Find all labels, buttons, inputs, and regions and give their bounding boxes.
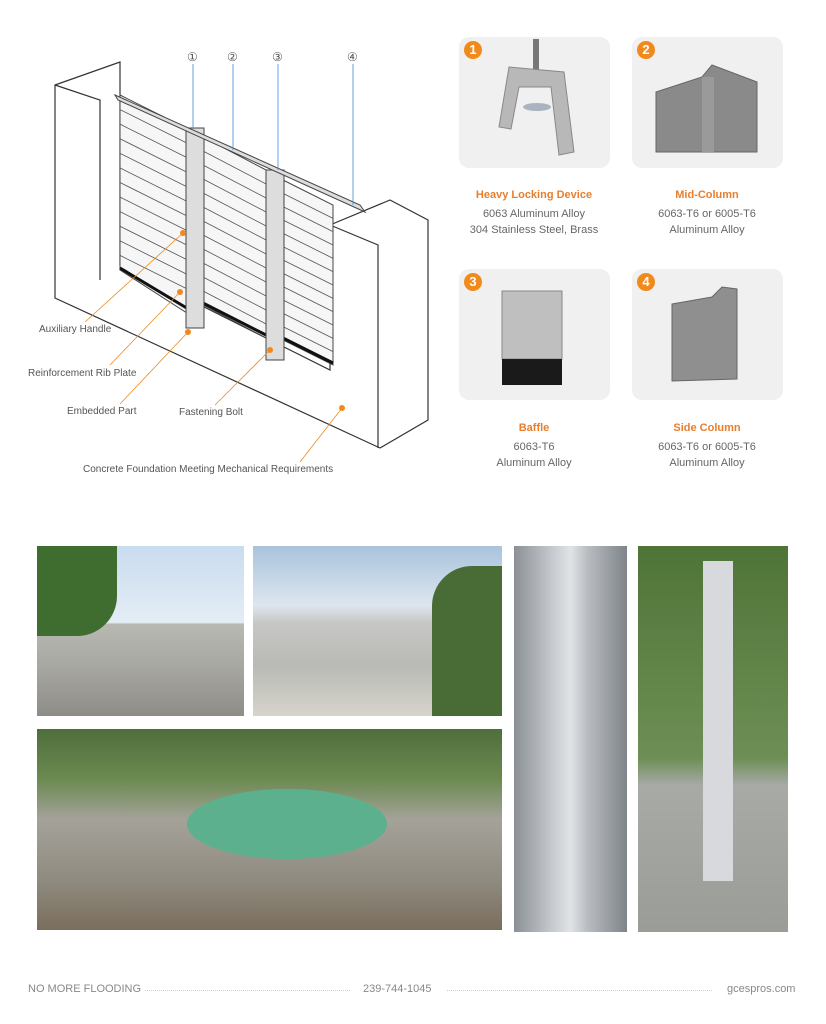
barrier-slat: [282, 259, 334, 286]
barrier-slat: [119, 182, 191, 218]
photo-barrier-park: [37, 546, 244, 716]
photo-side-column-installed: [638, 546, 788, 932]
barrier-slat: [119, 152, 191, 189]
barrier-slat: [202, 262, 271, 299]
footer-slogan: NO MORE FLOODING: [28, 983, 142, 995]
caption-locking-device: Heavy Locking Device 6063 Aluminum Alloy…: [469, 189, 599, 236]
barrier-slat: [119, 225, 191, 262]
barrier-slat: [282, 246, 334, 273]
barrier-slat: [202, 276, 271, 313]
component-card-side-column: 4: [632, 269, 783, 400]
baffle-image: [501, 290, 563, 385]
footer-website[interactable]: gcespros.com: [727, 983, 796, 995]
barrier-slat: [119, 138, 191, 175]
barrier-slat: [119, 255, 191, 291]
side-column-image: [671, 286, 738, 382]
barrier-slat: [282, 312, 334, 339]
label-concrete-foundation: Concrete Foundation Meeting Mechanical R…: [83, 464, 334, 475]
component-card-locking-device: 1: [459, 37, 610, 168]
caption-mid-column: Mid-Column 6063-T6 or 6005-T6 Aluminum A…: [658, 189, 756, 236]
flood-barrier-diagram: [54, 61, 429, 463]
number-badge: 2: [637, 41, 655, 59]
callout-2: ②: [227, 50, 238, 64]
barrier-slat: [119, 196, 191, 233]
number-badge: 4: [637, 273, 655, 291]
barrier-slat: [119, 109, 191, 145]
label-auxiliary-handle: Auxiliary Handle: [39, 324, 112, 335]
locking-device-image: [498, 39, 575, 156]
footer-divider: [145, 990, 350, 991]
callout-4: ④: [347, 50, 358, 64]
barrier-slat: [119, 167, 191, 204]
barrier-slat: [202, 150, 271, 187]
barrier-slat: [202, 164, 271, 201]
callout-3: ③: [272, 50, 283, 64]
photo-circular-tank-test: [37, 729, 502, 930]
footer-phone: 239-744-1045: [363, 983, 432, 995]
number-badge: 3: [464, 273, 482, 291]
barrier-slat: [282, 326, 334, 353]
barrier-slat: [202, 234, 271, 271]
footer-divider: [447, 990, 712, 991]
photo-mid-column-closeup: [514, 546, 627, 932]
caption-baffle: Baffle 6063-T6 Aluminum Alloy: [496, 422, 572, 469]
barrier-slat: [282, 232, 334, 259]
caption-side-column: Side Column 6063-T6 or 6005-T6 Aluminum …: [658, 422, 756, 469]
barrier-slat: [202, 192, 271, 229]
label-embedded-part: Embedded Part: [67, 406, 137, 417]
barrier-slat: [119, 123, 191, 160]
number-badge: 1: [464, 41, 482, 59]
barrier-slat: [202, 220, 271, 257]
mid-column-image: [655, 64, 758, 153]
barrier-slat: [282, 206, 334, 233]
photo-barrier-riverside: [253, 546, 502, 716]
barrier-slat: [202, 248, 271, 285]
barrier-slat: [202, 290, 271, 327]
barrier-slat: [202, 206, 271, 243]
barrier-slat: [202, 178, 271, 215]
barrier-slat: [282, 219, 334, 246]
component-card-baffle: 3: [459, 269, 610, 400]
barrier-slat: [282, 286, 334, 313]
barrier-slat: [282, 272, 334, 299]
label-fastening-bolt: Fastening Bolt: [179, 407, 243, 418]
barrier-slat: [119, 211, 191, 248]
component-card-mid-column: 2: [632, 37, 783, 168]
callout-1: ①: [187, 50, 198, 64]
barrier-slat: [282, 192, 334, 219]
barrier-slat: [282, 299, 334, 326]
label-reinforcement-rib-plate: Reinforcement Rib Plate: [28, 368, 137, 379]
